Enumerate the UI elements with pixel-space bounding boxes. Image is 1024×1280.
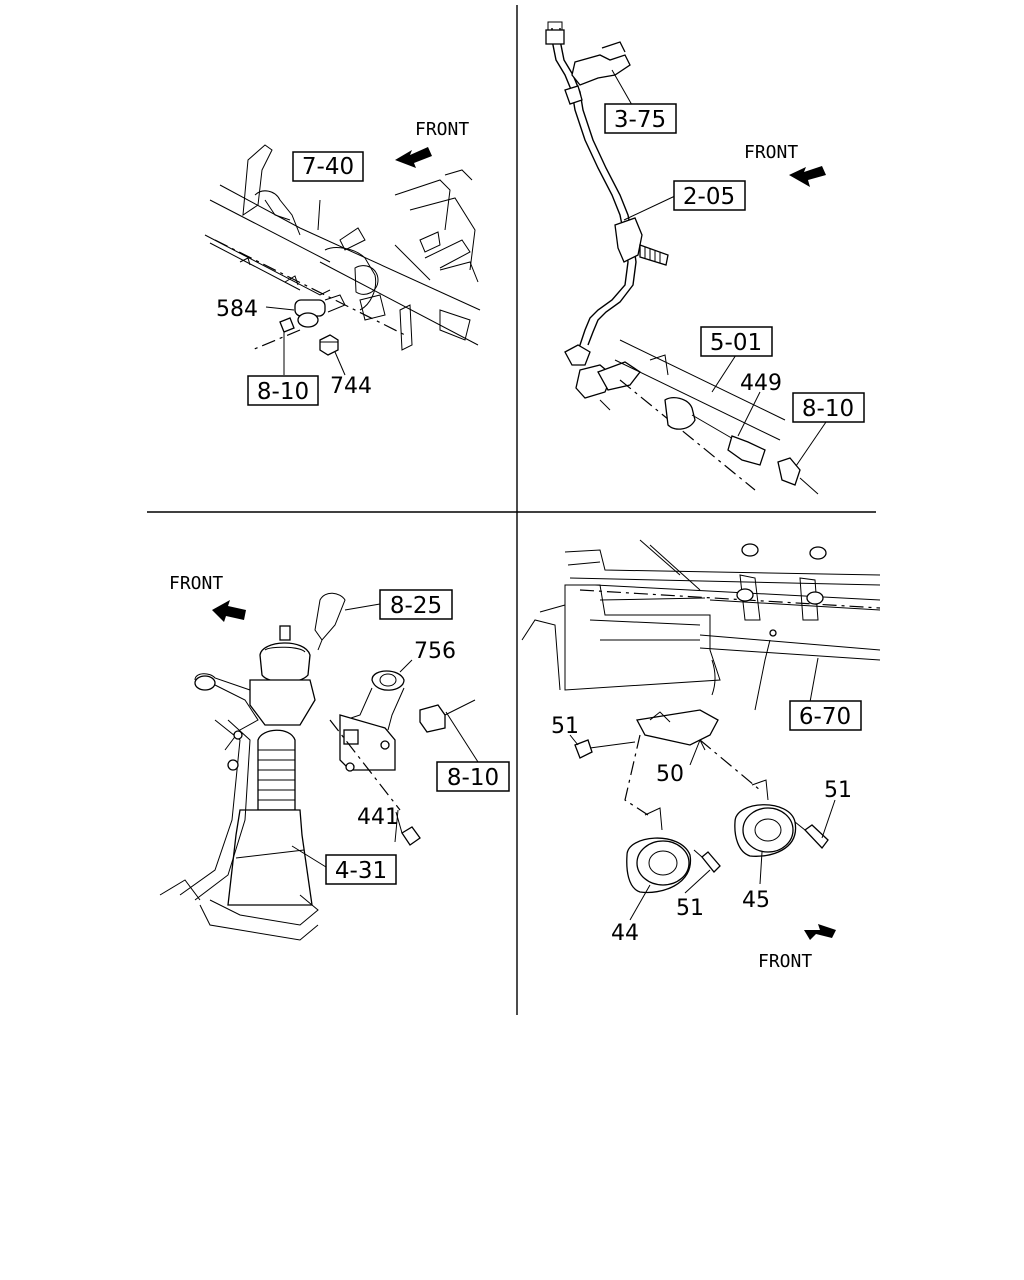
part-number-744: 744 — [330, 374, 372, 399]
ref-label-2-05: 2-05 — [683, 184, 735, 210]
panel-top-left: FRONT — [204, 119, 481, 406]
ref-label-8-10: 8-10 — [802, 396, 854, 422]
ref-box-7-40 — [292, 151, 364, 182]
ref-box-5-01 — [700, 326, 773, 357]
front-arrow-icon — [212, 600, 246, 622]
panel-bottom-left: FRONT — [159, 573, 510, 941]
ref-box-6-70 — [789, 700, 862, 731]
ref-label-6-70: 6-70 — [799, 704, 851, 730]
part-number-756: 756 — [414, 639, 456, 664]
ref-label-4-31: 4-31 — [335, 858, 387, 884]
part-number-51-right: 51 — [824, 778, 852, 803]
front-arrow-icon — [804, 924, 836, 940]
front-label: FRONT — [744, 142, 798, 163]
ref-box-2-05 — [673, 180, 746, 211]
panel-bottom-right: 6-70 51 50 51 51 44 45 FRONT — [521, 539, 881, 972]
front-arrow-icon — [395, 147, 432, 168]
ref-label-7-40: 7-40 — [302, 154, 354, 180]
ref-label-5-01: 5-01 — [710, 330, 762, 356]
ref-box-3-75 — [604, 103, 677, 134]
part-number-51-left: 51 — [551, 714, 579, 739]
part-number-50: 50 — [656, 762, 684, 787]
ref-box-8-10 — [247, 375, 319, 406]
ref-label-8-25: 8-25 — [390, 593, 442, 619]
front-arrow-icon — [789, 166, 826, 187]
front-label: FRONT — [758, 951, 812, 972]
ref-label-3-75: 3-75 — [614, 107, 666, 133]
front-label: FRONT — [169, 573, 223, 594]
ref-box-8-10 — [436, 761, 510, 792]
ref-box-8-25 — [379, 589, 453, 620]
ref-box-4-31 — [325, 854, 397, 885]
ref-label-8-10: 8-10 — [447, 765, 499, 791]
ref-box-8-10 — [792, 392, 865, 423]
panel-top-right: FRONT 3-75 — [545, 21, 865, 495]
part-number-449: 449 — [740, 371, 782, 396]
part-number-441: 441 — [357, 805, 399, 830]
front-label: FRONT — [415, 119, 469, 140]
part-number-51-center: 51 — [676, 896, 704, 921]
part-number-45: 45 — [742, 888, 770, 913]
ref-label-8-10: 8-10 — [257, 379, 309, 405]
part-number-44: 44 — [611, 921, 639, 946]
part-number-584: 584 — [216, 297, 258, 322]
